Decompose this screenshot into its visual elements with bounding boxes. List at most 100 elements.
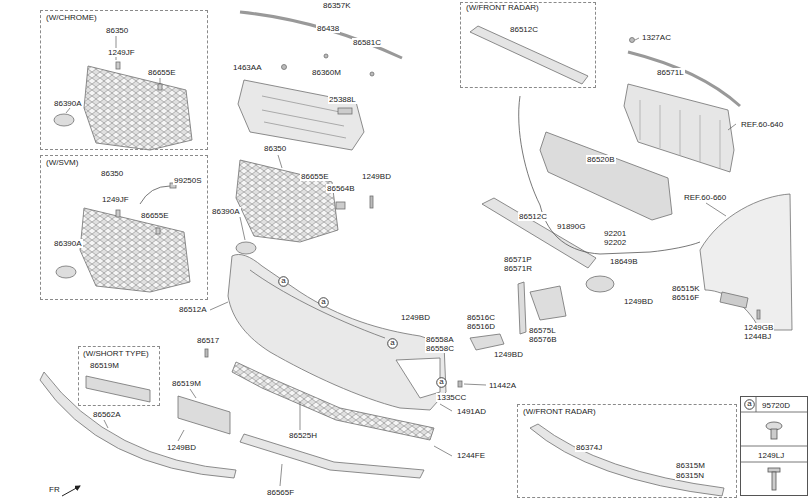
callout-number: 86571P bbox=[503, 255, 533, 264]
table-grid bbox=[740, 396, 808, 462]
radiator-grille bbox=[370, 196, 373, 208]
leader-line bbox=[300, 402, 301, 430]
reference-circle: a bbox=[278, 276, 289, 287]
leader-line bbox=[190, 389, 196, 398]
callout-number: 1249BD bbox=[361, 172, 392, 181]
radiator-grille bbox=[54, 62, 373, 292]
fastener-table: a95720D1249LJ bbox=[740, 396, 808, 496]
callout-number: 86515K bbox=[671, 284, 701, 293]
leader-line bbox=[728, 124, 736, 130]
callout-number: 86315M bbox=[675, 461, 706, 470]
callout-number: 86516C bbox=[466, 313, 496, 322]
reference-circle: a bbox=[744, 399, 755, 410]
callout-number: 86564B bbox=[326, 184, 356, 193]
bumper-parts bbox=[86, 376, 150, 402]
callout-number: 86360M bbox=[311, 68, 342, 77]
leader-line bbox=[280, 464, 282, 486]
leader-line bbox=[240, 217, 245, 240]
callout-number: 1249LJ bbox=[757, 451, 785, 460]
callout-number: 1249BD bbox=[166, 443, 197, 452]
option-group-box: (W/FRONT RADAR) 86374J 86315M86315N bbox=[517, 404, 737, 498]
callout-number: 86350 bbox=[100, 169, 124, 178]
bumper-parts bbox=[470, 26, 588, 84]
reference-letter: a bbox=[278, 276, 289, 286]
direction-label: FR bbox=[48, 485, 61, 494]
table-grid bbox=[771, 429, 777, 439]
table-grid bbox=[740, 396, 808, 490]
leader-line bbox=[178, 430, 184, 441]
table-grid bbox=[772, 472, 776, 490]
callout-number: 86512A bbox=[178, 305, 208, 314]
bumper-parts bbox=[482, 198, 596, 268]
callout-number: 1491AD bbox=[456, 407, 487, 416]
reference-circle: a bbox=[387, 338, 398, 349]
reference-letter: a bbox=[387, 338, 398, 348]
bumper-parts bbox=[630, 38, 635, 43]
callout-number: 25388L bbox=[328, 95, 357, 104]
callout-number: 1335CC bbox=[436, 393, 467, 402]
callout-number: 86519M bbox=[89, 361, 120, 370]
reference-letter: a bbox=[744, 399, 755, 409]
group-heading: (W/SHORT TYPE) bbox=[82, 349, 150, 358]
reference-circle: a bbox=[318, 297, 329, 308]
callout-number: 86350 bbox=[105, 26, 129, 35]
callout-number: 92202 bbox=[603, 238, 627, 247]
leader-line bbox=[62, 36, 736, 496]
callout-number: 86655E bbox=[147, 68, 177, 77]
bumper-parts bbox=[518, 282, 526, 334]
bumper-parts bbox=[205, 349, 208, 357]
bumper-parts bbox=[40, 26, 792, 496]
callout-number: 1249BD bbox=[493, 350, 524, 359]
callout-number: 86525H bbox=[288, 431, 318, 440]
callout-number: 91890G bbox=[556, 222, 586, 231]
reference-circle: a bbox=[436, 377, 447, 388]
bumper-parts bbox=[757, 310, 760, 319]
leader-line bbox=[440, 404, 452, 411]
callout-number: 1249BD bbox=[623, 297, 654, 306]
callout-number: 86520B bbox=[586, 155, 616, 164]
callout-number: 86576B bbox=[528, 335, 558, 344]
reference-letter: a bbox=[436, 377, 447, 387]
bumper-parts bbox=[232, 362, 434, 440]
leader-line bbox=[210, 302, 228, 310]
bumper-parts bbox=[470, 334, 504, 350]
radiator-grille bbox=[158, 84, 162, 90]
callout-number: 86562A bbox=[92, 410, 122, 419]
radiator-grille bbox=[84, 66, 192, 150]
callout-number: 1463AA bbox=[232, 63, 262, 72]
callout-number: REF.60-640 bbox=[740, 120, 784, 129]
callout-number: 99250S bbox=[173, 176, 203, 185]
group-heading: (W/FRONT RADAR) bbox=[522, 407, 597, 416]
callout-number: 86390A bbox=[211, 207, 241, 216]
grille-carrier bbox=[370, 72, 374, 76]
bumper-parts bbox=[720, 292, 748, 308]
option-group-box: (W/FRONT RADAR)86512C bbox=[460, 2, 596, 88]
callout-number: 11442A bbox=[488, 381, 517, 390]
callout-number: 86315N bbox=[675, 471, 705, 480]
leader-line bbox=[635, 38, 639, 40]
callout-number: 1244BJ bbox=[743, 332, 772, 341]
circle-outline bbox=[319, 298, 329, 308]
grille-carrier bbox=[240, 12, 402, 58]
callout-number: 1249GB bbox=[743, 323, 774, 332]
callout-number: 86516D bbox=[466, 322, 496, 331]
callout-number: 86655E bbox=[300, 172, 330, 181]
bumper-parts bbox=[530, 424, 724, 496]
leader-line bbox=[464, 384, 486, 385]
callout-number: 86558A bbox=[425, 335, 455, 344]
radiator-grille bbox=[236, 242, 256, 254]
bumper-parts bbox=[700, 194, 792, 330]
callout-number: 86571R bbox=[503, 264, 533, 273]
callout-number: 92201 bbox=[603, 229, 627, 238]
callout-number: 86374J bbox=[575, 443, 603, 452]
grille-carrier bbox=[238, 80, 364, 150]
radiator-grille bbox=[116, 62, 120, 69]
circle-outline bbox=[437, 378, 447, 388]
leader-line bbox=[160, 78, 161, 84]
callout-number: 86390A bbox=[53, 239, 83, 248]
callout-number: 86519M bbox=[171, 379, 202, 388]
radiator-grille bbox=[56, 266, 76, 278]
